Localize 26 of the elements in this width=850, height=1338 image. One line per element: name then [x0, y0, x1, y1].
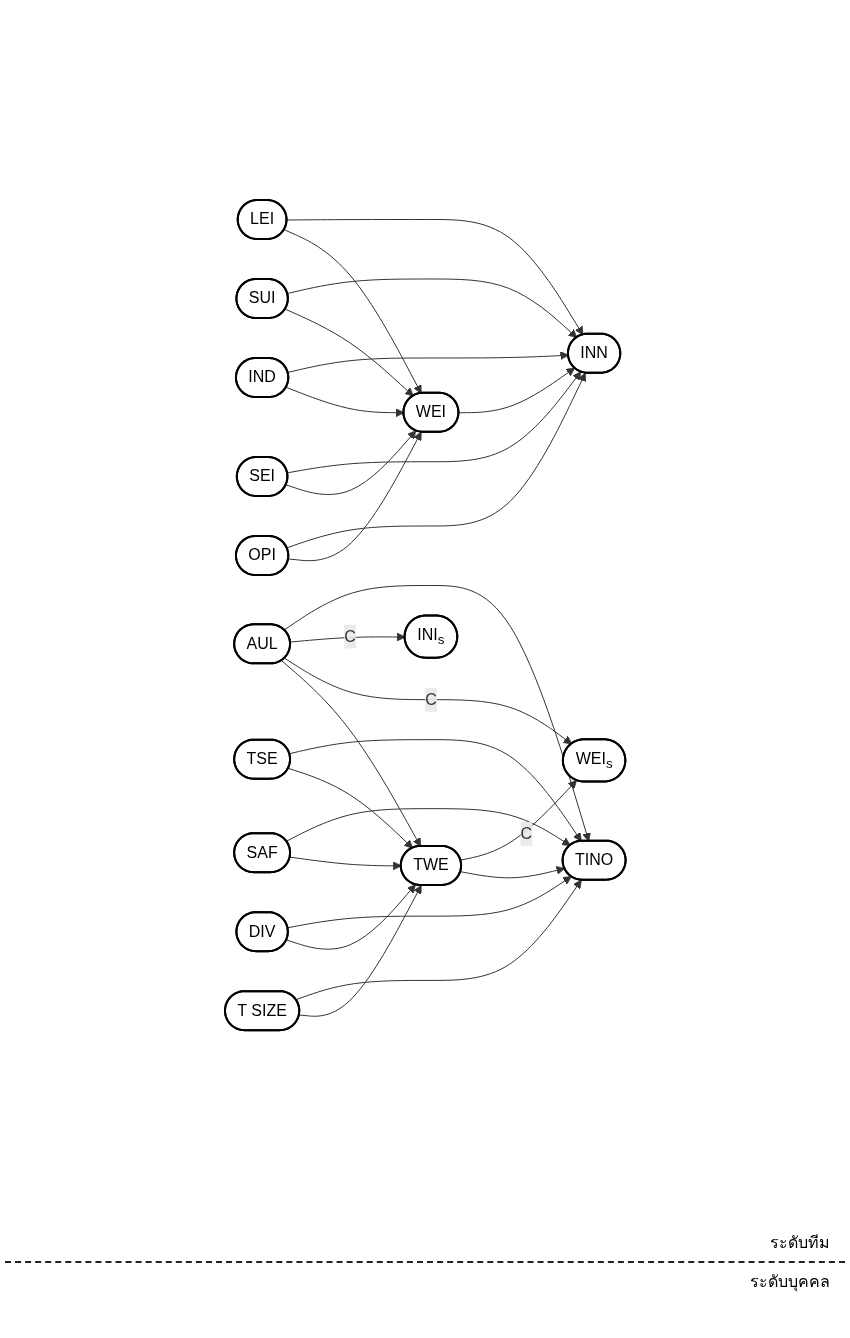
- arrow: [283, 657, 572, 745]
- arrow: [286, 372, 586, 549]
- arrow: [459, 865, 565, 879]
- arrow: [286, 218, 584, 336]
- arrow: [287, 431, 422, 562]
- arrow: [288, 739, 582, 842]
- edge-label: C: [343, 627, 356, 645]
- arrow: [285, 430, 416, 495]
- arrow: [283, 229, 422, 394]
- arrow: [283, 584, 591, 842]
- arrow: [286, 278, 577, 338]
- arrow: [458, 367, 575, 414]
- edge-label: C: [424, 690, 437, 708]
- arrow: [287, 351, 569, 373]
- arrow: [298, 884, 422, 1017]
- arrow: [280, 660, 421, 847]
- level-label: ระดับทีม: [770, 1233, 830, 1253]
- arrow: [287, 767, 413, 849]
- arrow: [295, 879, 582, 1001]
- level-label: ระดับบุคคล: [750, 1272, 830, 1294]
- arrow: [285, 808, 571, 846]
- arrow: [285, 884, 416, 950]
- edge-label: C: [520, 824, 532, 842]
- arrow: [284, 308, 414, 397]
- arrow: [287, 876, 572, 929]
- arrow: [286, 371, 581, 474]
